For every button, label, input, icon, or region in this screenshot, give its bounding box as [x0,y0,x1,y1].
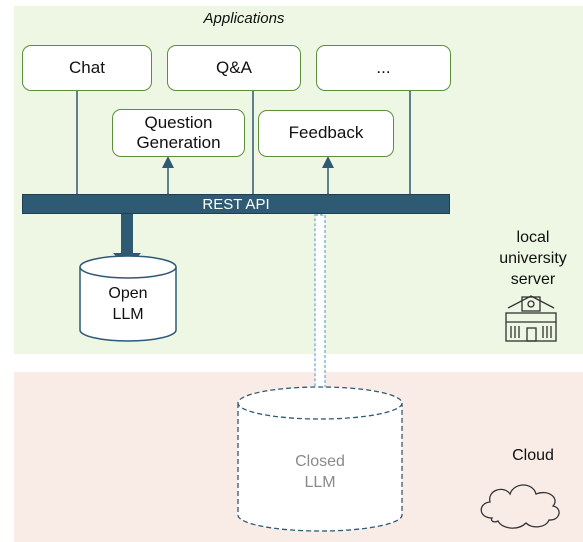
app-box-feedback: Feedback [258,110,394,157]
app-box-qa: Q&A [167,45,301,91]
app-box-chat: Chat [22,45,152,91]
arrow-to-closed-llm [308,214,332,414]
open-llm-line-1: Open [108,285,148,302]
local-server-line-3: server [510,270,556,288]
open-llm-line-2: LLM [112,305,144,323]
closed-llm-cylinder [237,386,403,532]
cloud-label: Cloud [512,447,554,464]
question-generation-line-1: Question [144,112,213,132]
app-box-question-generation: Question Generation [112,109,245,157]
rest-api-bar: REST API [22,194,450,214]
open-llm-cylinder [79,255,177,342]
applications-title: Applications [203,10,285,27]
cloud-icon [480,484,560,529]
feedback-label: Feedback [288,123,364,143]
app-box-more: ... [316,45,451,91]
local-server-line-1: local [516,229,550,246]
school-building-icon [505,295,557,342]
local-server-line-2: university [499,249,567,267]
closed-llm-line-2: LLM [304,473,336,491]
open-llm-label: Open LLM [80,284,176,326]
arrow-to-open-llm [113,214,141,268]
closed-llm-label: Closed LLM [238,452,402,494]
question-generation-line-2: Generation [136,133,221,152]
closed-llm-line-1: Closed [295,453,345,470]
local-server-label: local university server [488,228,578,290]
